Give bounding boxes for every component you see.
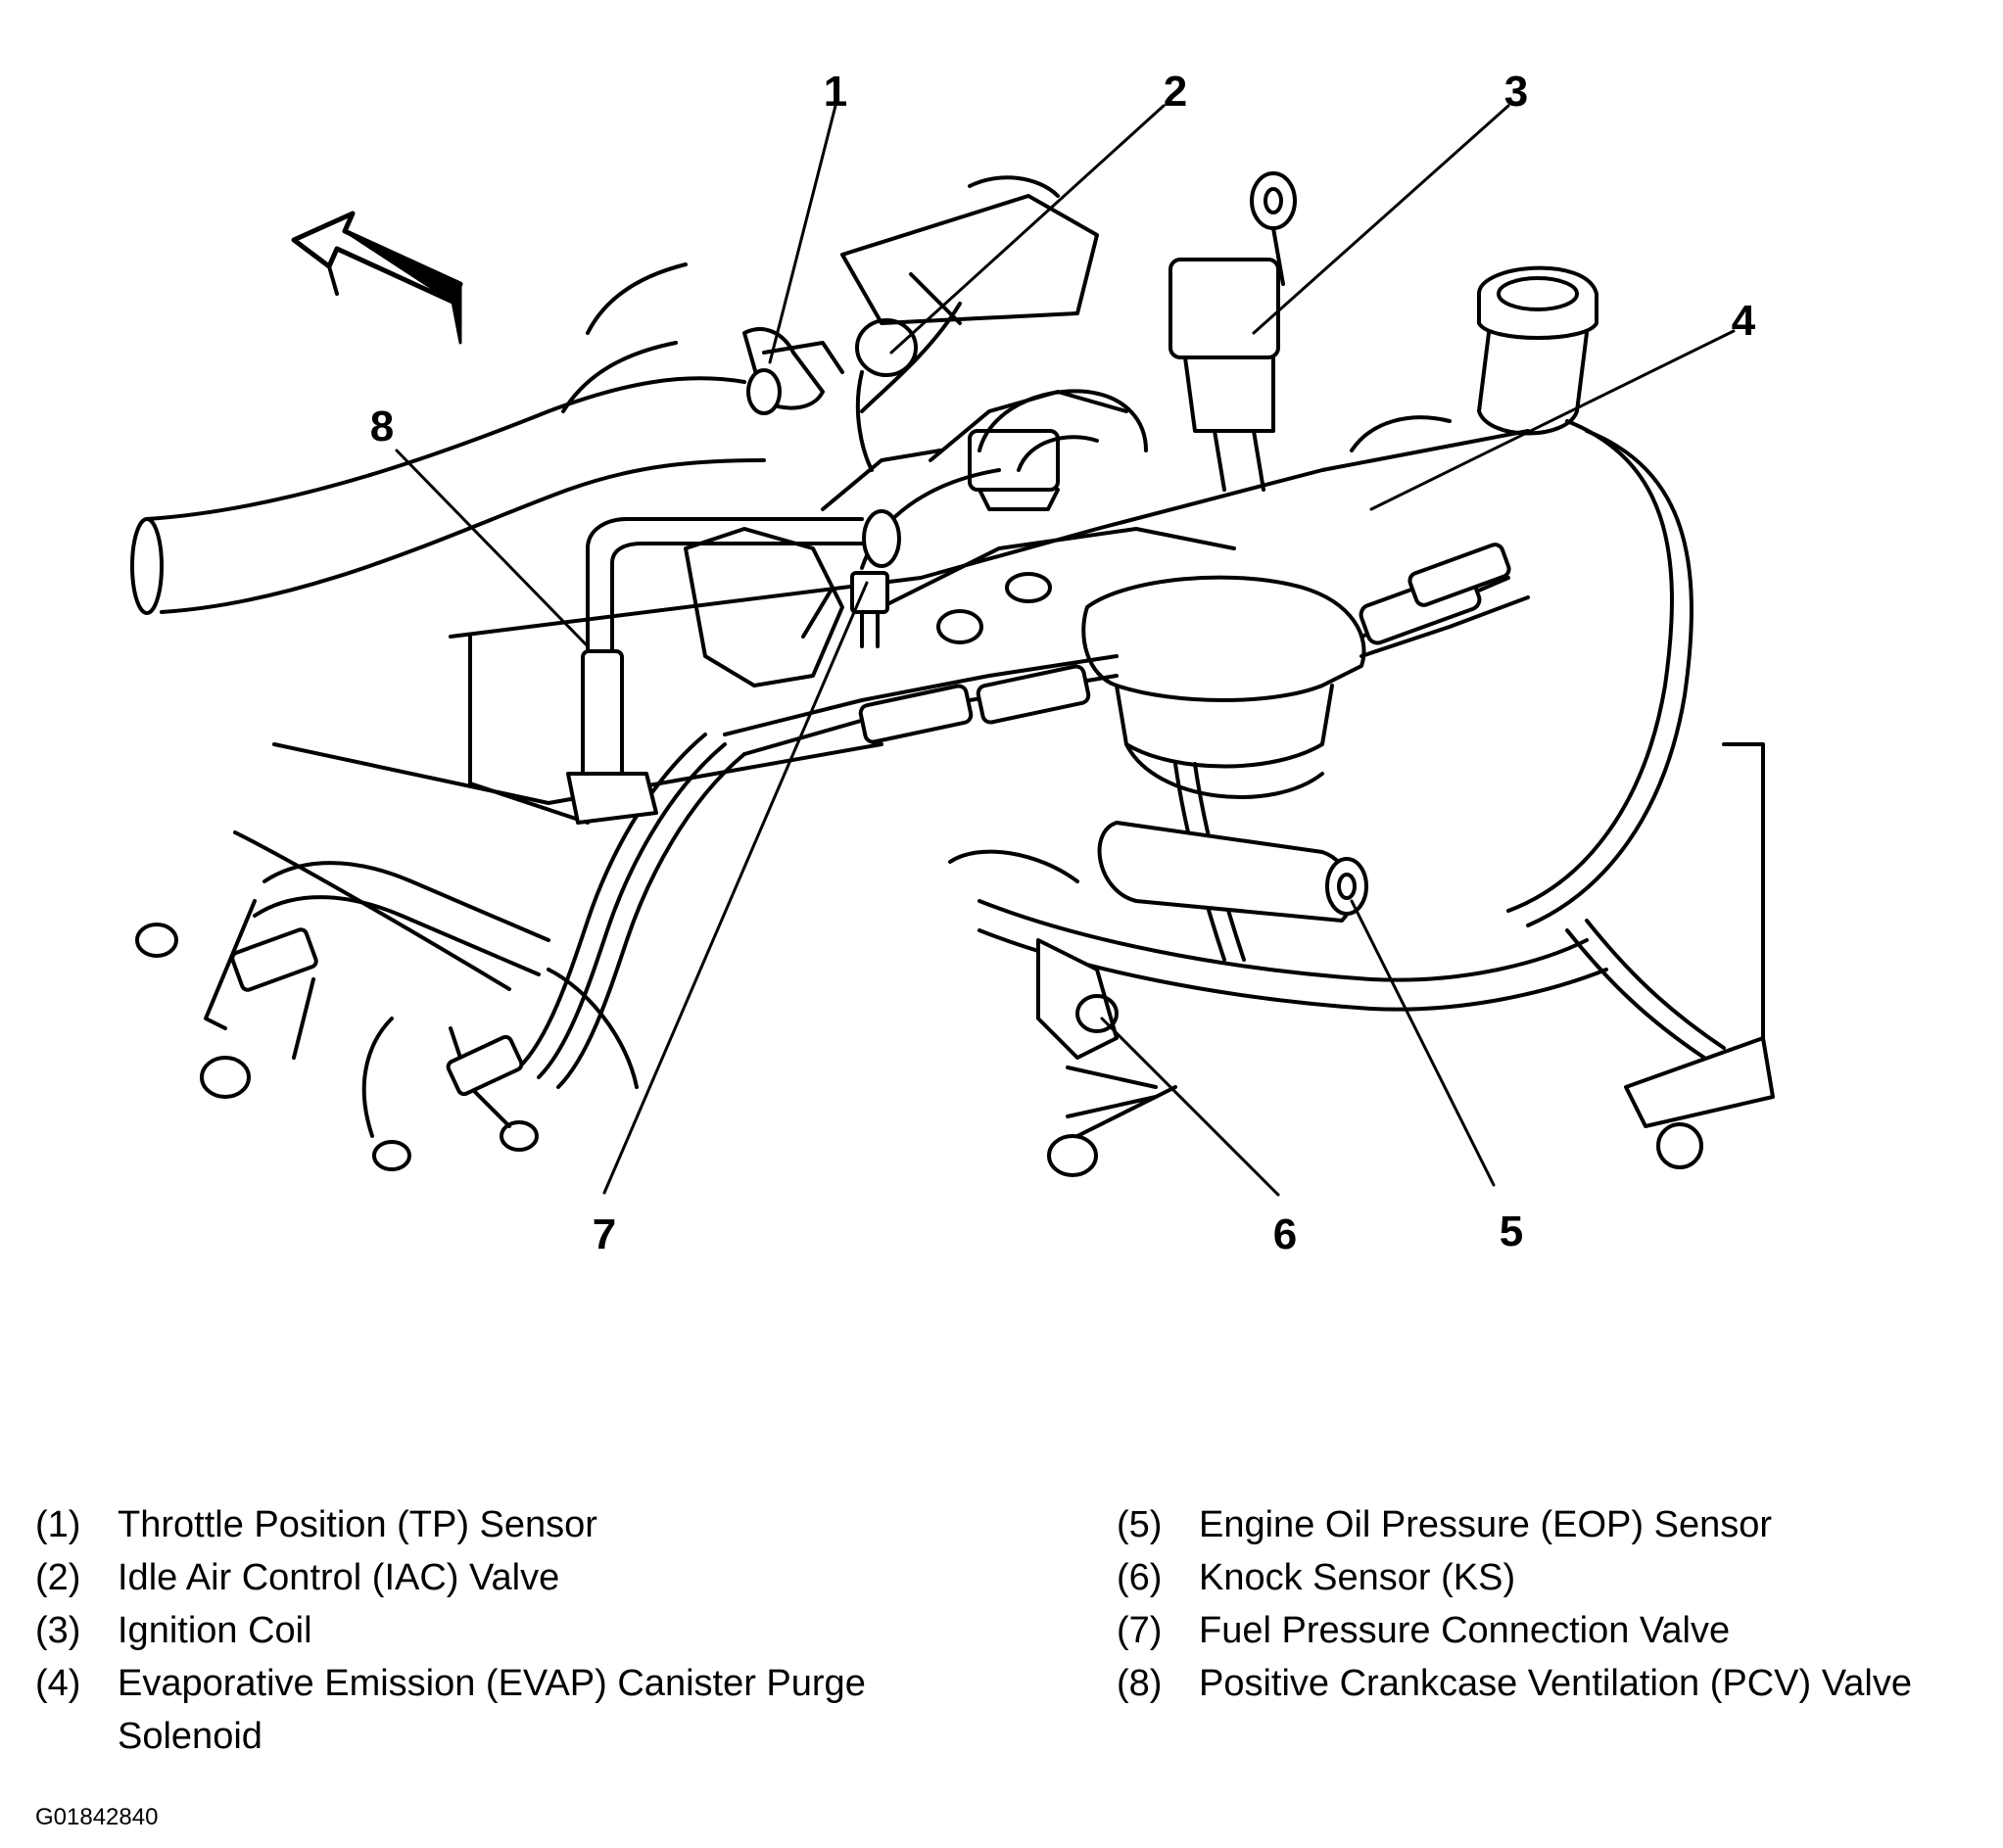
legend-label: Ignition Coil [118,1610,312,1651]
legend-item: (5) Engine Oil Pressure (EOP) Sensor [1117,1498,1998,1551]
legend-label: Evaporative Emission (EVAP) Canister Pur… [118,1663,866,1757]
legend-right: (5) Engine Oil Pressure (EOP) Sensor (6)… [1117,1498,1998,1710]
legend-item: (2) Idle Air Control (IAC) Valve [35,1551,1015,1604]
legend-key: (2) [35,1557,81,1598]
legend-label: Knock Sensor (KS) [1199,1557,1516,1598]
legend-item: (4) Evaporative Emission (EVAP) Canister… [35,1657,1015,1763]
legend-key: (8) [1117,1663,1163,1704]
legend-key: (4) [35,1663,81,1704]
legend-item: (7) Fuel Pressure Connection Valve [1117,1604,1998,1657]
callout-3: 3 [1504,68,1528,116]
spark-plug-wires [517,543,1530,1089]
legend-key: (3) [35,1610,81,1651]
legend-label: Fuel Pressure Connection Valve [1199,1610,1731,1651]
ignition-coil [1168,171,1297,492]
legend-item: (1) Throttle Position (TP) Sensor [35,1498,1015,1551]
legend-label: Idle Air Control (IAC) Valve [118,1557,560,1598]
callout-6: 6 [1273,1210,1297,1258]
legend-item: (3) Ignition Coil [35,1604,1015,1657]
front-direction-arrow-icon [291,211,463,345]
throttle-body [742,175,1099,472]
callout-1: 1 [824,68,847,116]
legend-label: Engine Oil Pressure (EOP) Sensor [1199,1504,1773,1545]
leader-lines [395,104,1736,1197]
fuel-pressure-valve [801,571,889,648]
knock-sensor [1036,938,1177,1177]
legend-item: (8) Positive Crankcase Ventilation (PCV)… [1117,1657,1998,1710]
callout-8: 8 [370,403,394,450]
legend-left: (1) Throttle Position (TP) Sensor (2) Id… [35,1498,1015,1763]
callout-5: 5 [1500,1208,1523,1256]
fuel-rail [135,861,639,1171]
engine-body [233,389,1530,991]
figure-code: G01842840 [35,1804,159,1830]
callout-2: 2 [1164,68,1187,116]
legend-item: (6) Knock Sensor (KS) [1117,1551,1998,1604]
mounting-bracket [1624,1036,1775,1169]
legend-label: Positive Crankcase Ventilation (PCV) Val… [1199,1663,1912,1704]
pcv-valve [566,509,901,825]
callout-7: 7 [593,1210,616,1258]
ignition-module [936,572,1366,799]
legend-key: (7) [1117,1610,1163,1651]
callout-4: 4 [1732,297,1756,345]
legend-key: (1) [35,1504,81,1545]
legend-key: (5) [1117,1504,1163,1545]
intake-hose [130,262,766,615]
eop-sensor [1097,821,1368,923]
engine-component-diagram: 1 2 3 4 5 6 7 8 [130,68,1775,1258]
legend-label: Throttle Position (TP) Sensor [118,1504,597,1545]
legend-key: (6) [1117,1557,1163,1598]
